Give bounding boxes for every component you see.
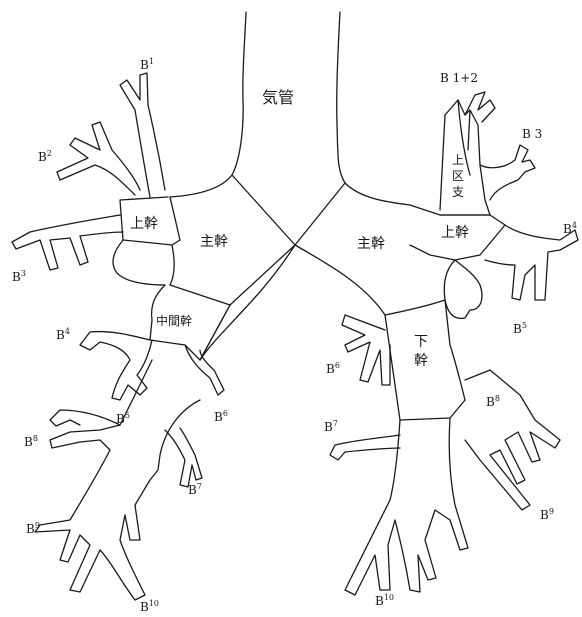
right-lower-trunk-char: 下 [413, 333, 429, 352]
left-b4-label: B4 [56, 328, 70, 341]
right-b6-branch [342, 315, 390, 385]
right-b4-label: B4 [563, 222, 577, 235]
trachea-outline-left [170, 12, 246, 197]
left-b9-label: B9 [26, 522, 40, 535]
right-b4-branch [485, 225, 578, 300]
left-main-stem-lower [200, 245, 295, 360]
left-b5-label: B5 [116, 412, 130, 425]
left-b10-label: B10 [140, 600, 159, 613]
right-basal-trunk [345, 418, 468, 595]
left-b8-label: B8 [24, 435, 38, 448]
right-upper-division-char: 支 [451, 184, 465, 200]
right-b5-branch [444, 260, 482, 318]
left-b3-label: B3 [12, 270, 26, 283]
left-b6-label: B6 [214, 410, 228, 423]
left-upper-trunk-label: 上幹 [130, 217, 158, 231]
right-b7-label: B7 [324, 420, 338, 433]
left-intermediate-trunk-label: 中間幹 [156, 315, 192, 327]
right-upper-division-label: 上 区 支 [451, 152, 465, 201]
right-main-stem-lower [295, 245, 385, 315]
left-b2-label: B2 [38, 150, 52, 163]
right-b8-b9-branch [465, 370, 560, 510]
right-upper-trunk-label: 上幹 [441, 226, 469, 240]
left-b4-b5-branch [80, 332, 152, 400]
right-b10-label: B10 [375, 594, 394, 607]
trachea-outline-right [337, 12, 410, 205]
left-b7-label: B7 [188, 483, 202, 496]
right-b3-branch [480, 145, 535, 200]
right-b5-label: B5 [513, 322, 527, 335]
right-b7-branch [330, 435, 400, 460]
left-b1-label: B1 [140, 58, 154, 71]
right-b8-label: B8 [486, 395, 500, 408]
right-b6-label: B6 [326, 362, 340, 375]
trachea-label: 気管 [262, 90, 294, 106]
left-b8-branch [50, 410, 120, 426]
right-lower-trunk-char: 幹 [413, 352, 429, 371]
left-b1-branch [120, 73, 165, 197]
right-lower-trunk-label: 下 幹 [413, 333, 429, 371]
right-main-stem-divider [295, 183, 345, 245]
left-b7-branch [165, 428, 202, 487]
left-b2-branch [57, 122, 140, 195]
left-main-stem-label: 主幹 [200, 235, 228, 249]
left-main-stem-divider [230, 175, 295, 305]
right-upper-division-char: 区 [451, 168, 465, 184]
left-b3-branch [12, 215, 123, 270]
right-main-stem-label: 主幹 [357, 237, 385, 251]
left-b3-lower [113, 240, 165, 285]
left-basal-trunk [35, 360, 200, 600]
right-b9-label: B9 [540, 508, 554, 521]
right-upper-division-box [440, 100, 490, 215]
right-b1-2-label: B 1+2 [440, 72, 478, 84]
right-upper-division-char: 上 [451, 152, 465, 168]
right-b3-label: B 3 [522, 128, 542, 140]
